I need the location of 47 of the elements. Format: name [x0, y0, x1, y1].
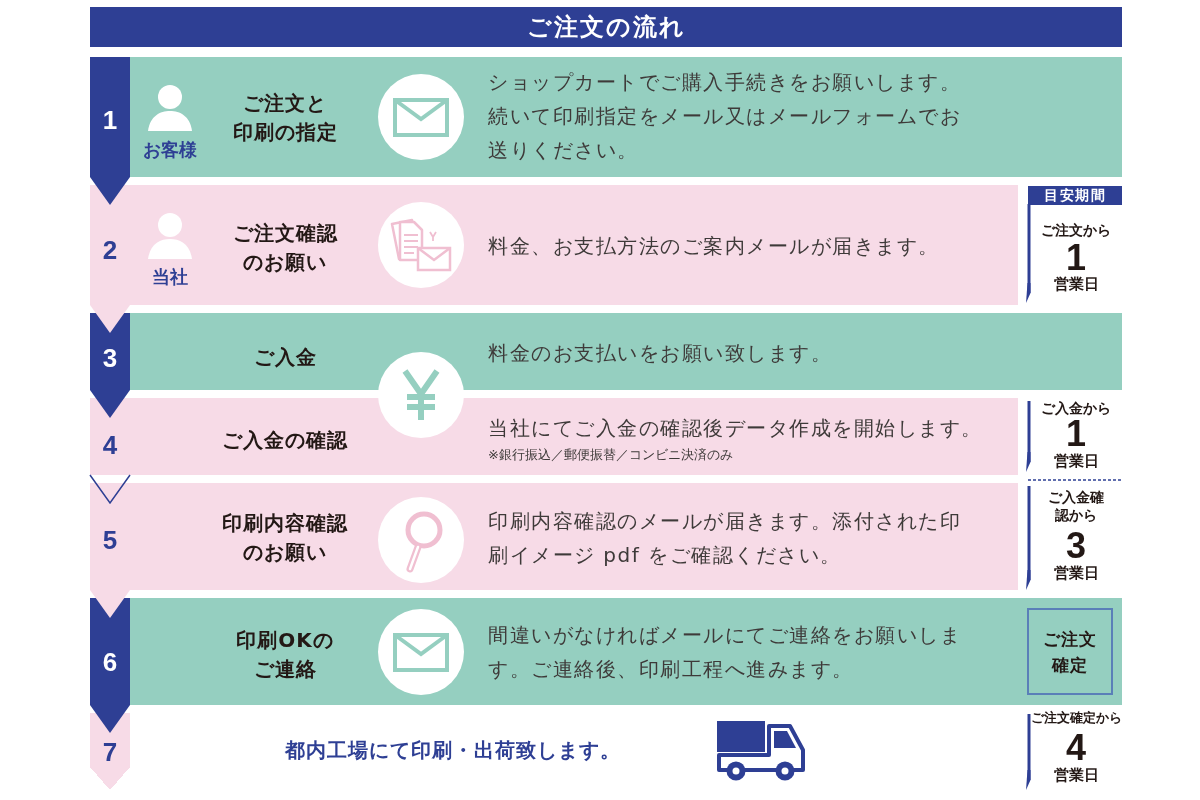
title-bar: ご注文の流れ — [90, 7, 1122, 47]
duration-unit: 営業日 — [1053, 563, 1099, 583]
duration-number: 1 — [1066, 240, 1086, 276]
step-description: 料金のお支払いをお願い致します。 — [488, 340, 832, 367]
status-box: ご注文確定 — [1027, 608, 1113, 695]
step-title: ご入金 — [253, 343, 317, 371]
duration-unit: 営業日 — [1053, 765, 1099, 785]
role-label: お客様 — [143, 138, 197, 162]
duration-caption: ご注文確定から — [1030, 709, 1122, 727]
step-description: ショップカートでご購入手続きをお願いします。続いて印刷指定をメール又はメールフォームでお送りください。 — [488, 69, 962, 164]
step-description: 印刷内容確認のメールが届きます。添付された印刷イメージ pdf をご確認ください。 — [488, 508, 962, 569]
duration-number: 1 — [1066, 416, 1086, 452]
chevron-arrow — [90, 305, 130, 333]
chevron-arrow — [90, 177, 130, 205]
step-number: 2 — [102, 234, 118, 266]
chevron-arrow — [90, 390, 130, 418]
step-band — [90, 598, 1122, 705]
step-title: 印刷内容確認のお願い — [221, 510, 349, 566]
step-description: 料金、お支払方法のご案内メールが届きます。 — [488, 233, 940, 260]
step-band — [90, 313, 1122, 390]
step-band — [90, 185, 1018, 305]
step-title: ご入金の確認 — [222, 426, 348, 454]
step-title: 都内工場にて印刷・出荷致します。 — [285, 736, 621, 764]
step-band — [90, 483, 1018, 590]
step-description: 間違いがなければメールにてご連絡をお願いします。ご連絡後、印刷工程へ進みます。 — [488, 622, 962, 683]
step-title: ご注文と印刷の指定 — [231, 90, 339, 146]
step-band — [90, 57, 1122, 177]
step-title: 印刷OKのご連絡 — [235, 627, 335, 683]
duration-caption: ご注文から — [1041, 221, 1111, 239]
duration-unit: 営業日 — [1053, 274, 1099, 294]
duration-number: 3 — [1066, 528, 1086, 564]
step-number: 4 — [102, 429, 118, 461]
role-label: 当社 — [152, 265, 188, 289]
step-number: 7 — [102, 736, 118, 768]
step-description: 当社にてご入金の確認後データ作成を開始します。 — [488, 415, 983, 442]
step-band — [90, 398, 1018, 475]
chevron-arrow — [89, 474, 131, 505]
step-number: 5 — [102, 524, 118, 556]
footnote: ※銀行振込／郵便振替／コンビニ決済のみ — [488, 446, 733, 464]
duration-number: 4 — [1066, 730, 1086, 766]
column-header: 目安期間 — [1028, 186, 1122, 205]
duration-unit: 営業日 — [1053, 451, 1099, 471]
duration-caption: ご入金から — [1041, 399, 1111, 417]
step-title: ご注文確認のお願い — [231, 220, 339, 276]
chevron-arrow — [90, 590, 130, 618]
chevron-arrow — [90, 705, 130, 733]
duration-caption: ご入金確認から — [1047, 488, 1105, 524]
